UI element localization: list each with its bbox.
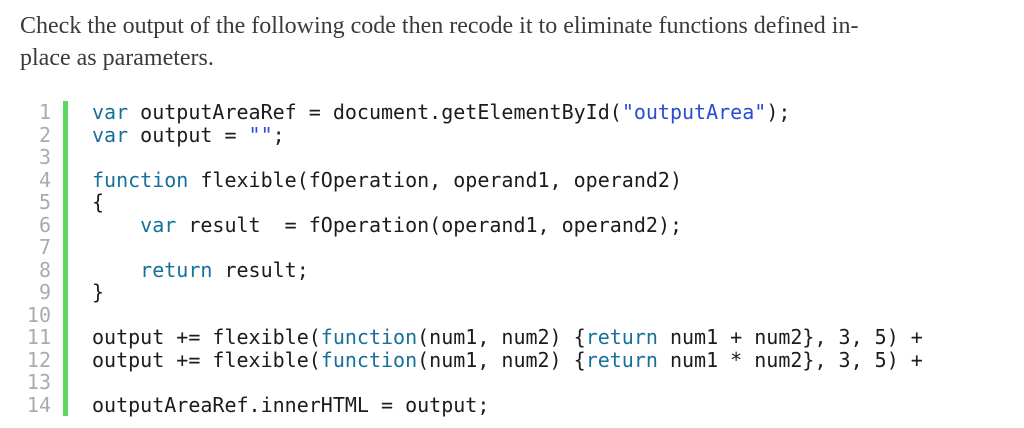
code-token-plain: ); — [766, 100, 791, 124]
line-number: 2 — [0, 123, 68, 146]
code-line: 13 — [0, 371, 1024, 394]
code-token-keyword: function — [320, 325, 418, 349]
code-token-plain: result; — [212, 257, 309, 282]
code-line-content: var result = fOperation(operand1, operan… — [68, 212, 683, 237]
code-line-content: output += flexible(function(num1, num2) … — [68, 326, 923, 349]
code-token-keyword: return — [585, 325, 658, 349]
line-number: 10 — [0, 303, 68, 326]
code-line-content: var output = ""; — [68, 122, 285, 147]
code-token-plain: } — [92, 280, 105, 304]
code-token-plain: num1 * num2}, 3, 5) + — [657, 347, 923, 372]
code-token-keyword: return — [585, 347, 658, 372]
instruction-line-2: place as parameters. — [20, 45, 214, 71]
code-token-keyword: var — [92, 100, 129, 124]
code-line: 9} — [0, 281, 1024, 304]
code-line-content: return result; — [68, 257, 309, 282]
code-token-plain: result = fOperation(operand1, operand2); — [176, 212, 683, 237]
line-number: 14 — [0, 393, 68, 416]
line-number: 4 — [0, 168, 68, 191]
code-line: 10 — [0, 303, 1024, 327]
code-token-plain: flexible(fOperation, operand1, operand2) — [188, 167, 683, 192]
line-number: 1 — [0, 101, 68, 124]
code-token-keyword: return — [140, 257, 213, 282]
code-token-keyword: var — [140, 212, 177, 237]
code-token-keyword: function — [320, 347, 418, 372]
line-number: 5 — [0, 191, 68, 214]
code-line-content — [68, 304, 92, 327]
line-number: 12 — [0, 348, 68, 371]
code-token-keyword: var — [92, 122, 129, 147]
instruction-line-1: Check the output of the following code t… — [20, 13, 859, 39]
code-line: 5{ — [0, 191, 1024, 214]
code-line-content: var outputAreaRef = document.getElementB… — [68, 101, 790, 124]
code-token-string: "outputArea" — [621, 100, 767, 124]
code-token-plain: { — [92, 190, 105, 214]
code-token-plain: outputAreaRef.innerHTML = output; — [92, 392, 490, 417]
code-token-string: "" — [248, 122, 273, 147]
code-token-plain: output += flexible( — [92, 347, 321, 372]
code-token-plain: (num1, num2) { — [417, 325, 586, 349]
code-line: 6 var result = fOperation(operand1, oper… — [0, 212, 1024, 237]
code-line-content — [68, 146, 92, 169]
line-number: 6 — [0, 213, 68, 236]
code-line: 14 outputAreaRef.innerHTML = output; — [0, 392, 1024, 417]
code-line-content — [68, 371, 92, 394]
line-number: 11 — [0, 326, 68, 349]
code-line-content: output += flexible(function(num1, num2) … — [68, 347, 923, 372]
code-token-plain: outputAreaRef = document.getElementById( — [128, 100, 622, 124]
code-line-content: } — [68, 281, 104, 304]
code-token-plain: ; — [272, 122, 285, 147]
line-number: 9 — [0, 281, 68, 304]
code-line: 3 — [0, 146, 1024, 169]
code-line: 7 — [0, 236, 1024, 259]
line-number: 8 — [0, 258, 68, 281]
code-line-content: { — [68, 191, 104, 214]
line-number: 13 — [0, 371, 68, 394]
code-token-plain: output = — [128, 122, 249, 147]
code-token-plain — [92, 213, 140, 237]
code-line-content — [68, 236, 92, 259]
line-number: 7 — [0, 236, 68, 259]
code-token-plain — [92, 258, 140, 282]
code-line-content: function flexible(fOperation, operand1, … — [68, 167, 683, 192]
code-token-plain: num1 + num2}, 3, 5) + — [657, 325, 923, 349]
instruction-text: Check the output of the following code t… — [0, 0, 1024, 74]
code-line: 8 return result; — [0, 257, 1024, 282]
code-token-keyword: function — [92, 167, 189, 192]
code-line-content: outputAreaRef.innerHTML = output; — [68, 392, 490, 417]
code-token-plain: output += flexible( — [92, 325, 321, 349]
code-token-plain: (num1, num2) { — [417, 347, 586, 372]
line-number: 3 — [0, 146, 68, 169]
